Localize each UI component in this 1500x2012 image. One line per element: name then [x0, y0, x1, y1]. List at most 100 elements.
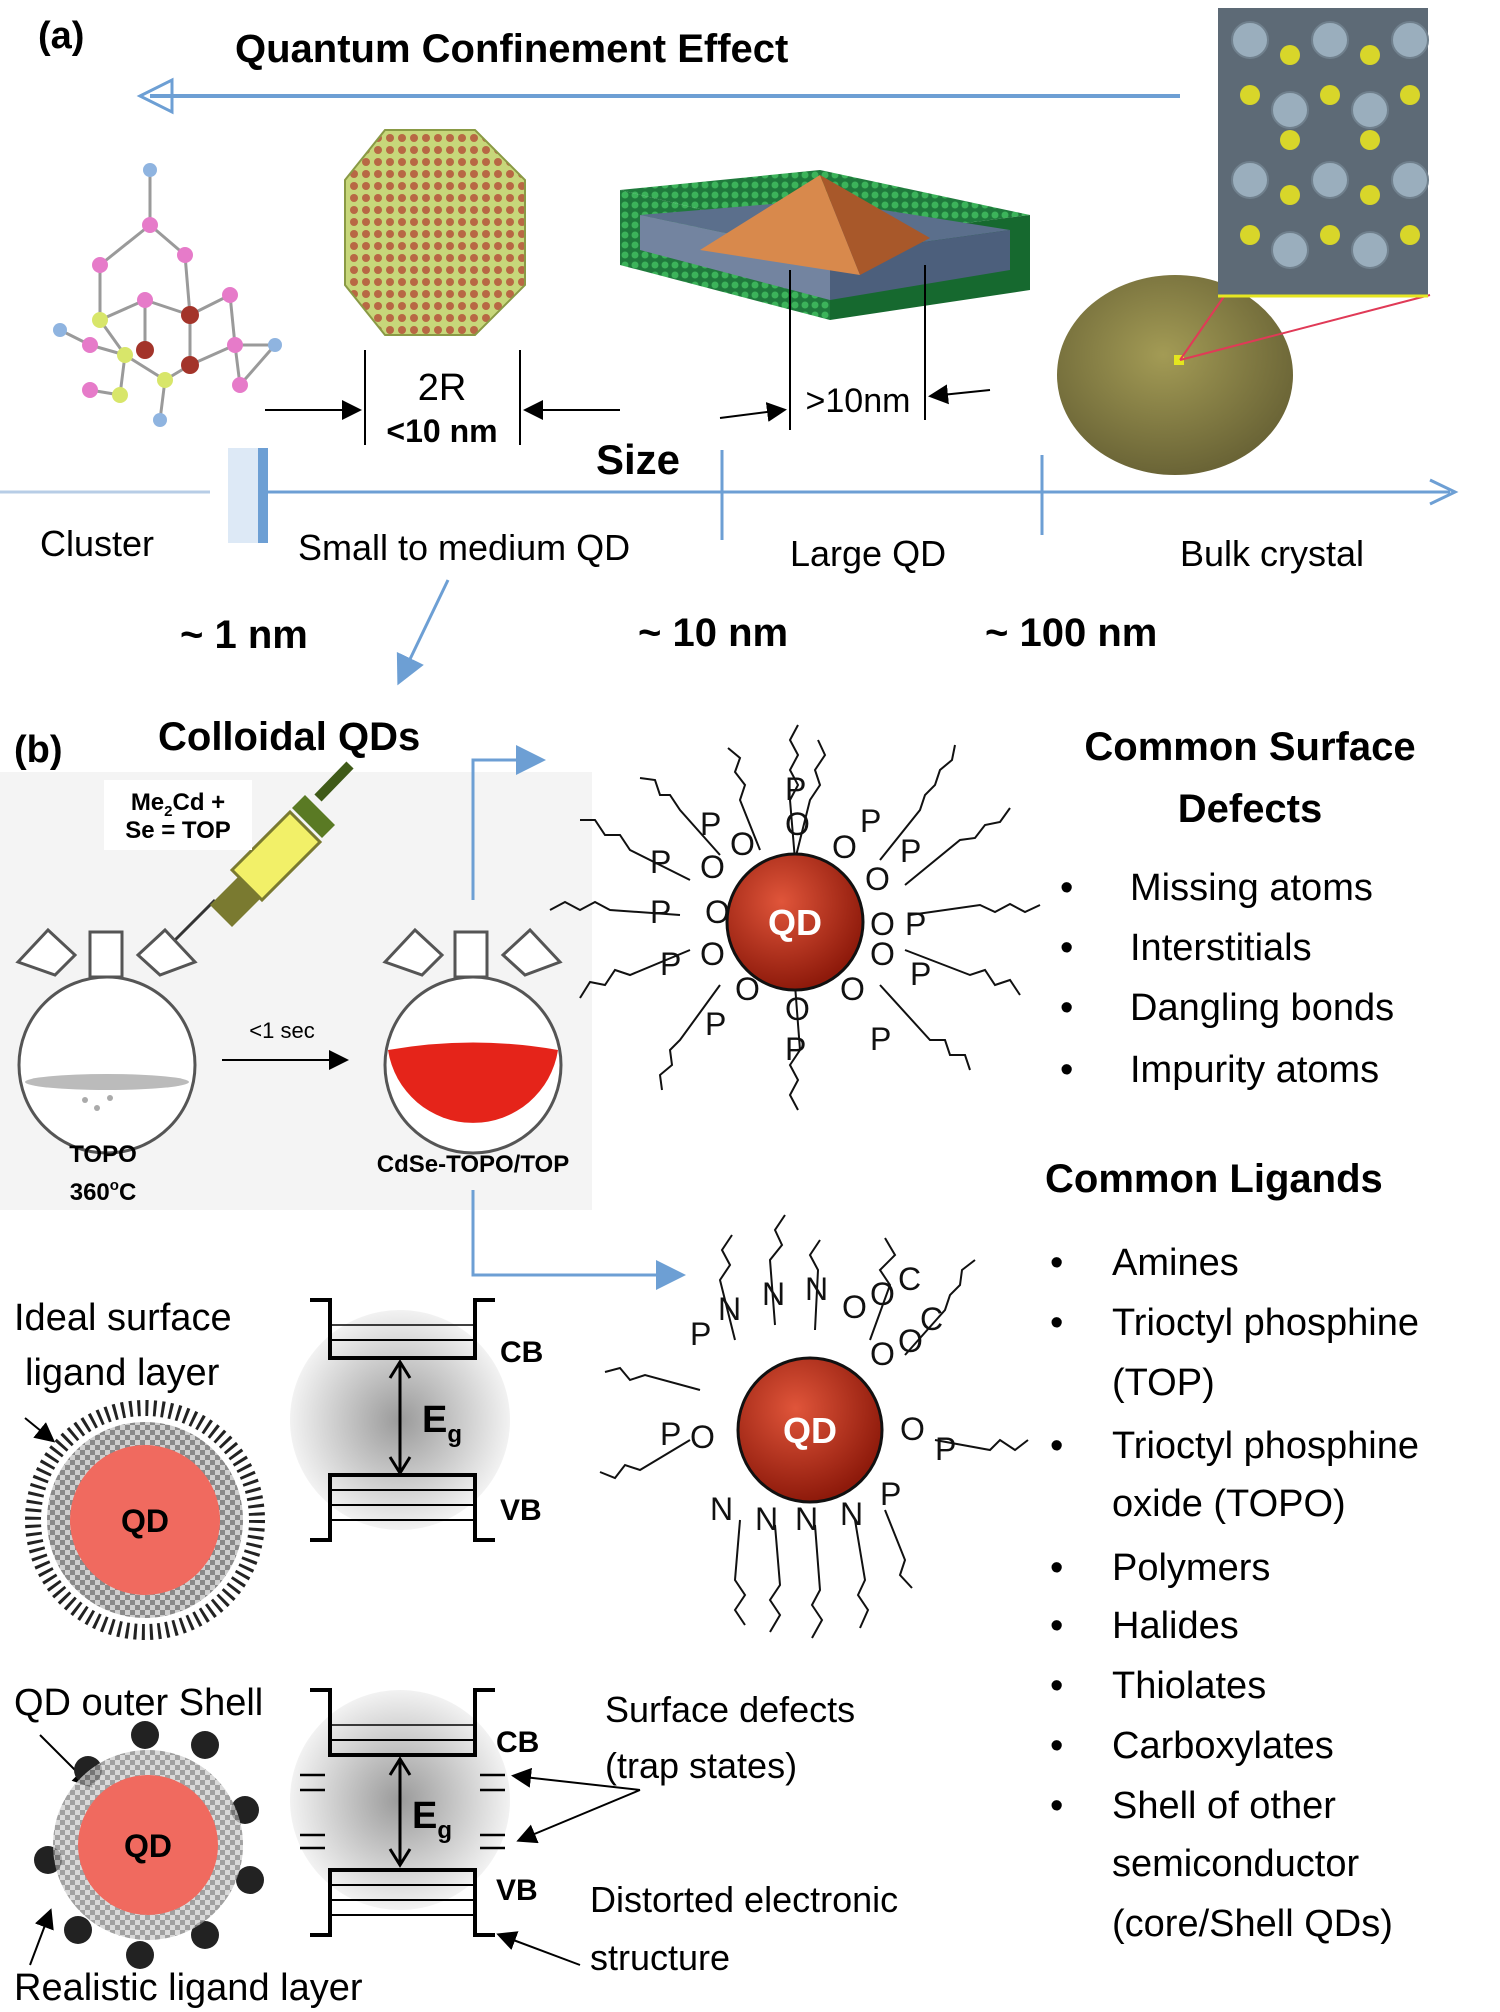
confinement-arrow-head	[136, 77, 174, 115]
svg-text:O: O	[898, 1323, 923, 1359]
svg-text:P: P	[880, 1476, 901, 1512]
svg-text:O: O	[700, 936, 725, 972]
realistic-qd-core	[78, 1775, 218, 1915]
region-cluster: Cluster	[40, 523, 154, 564]
reagent-label-line2: Se = TOP	[125, 817, 231, 844]
ligands-list: •Amines •Trioctyl phosphine (TOP) •Trioc…	[1050, 1242, 1419, 1945]
ideal-qd-core	[70, 1445, 220, 1595]
svg-text:•: •	[1050, 1547, 1063, 1589]
region-bulk-crystal: Bulk crystal	[1180, 533, 1364, 574]
svg-text:C: C	[898, 1261, 921, 1297]
scale-100nm: ~ 100 nm	[985, 611, 1157, 655]
band1-cb-label: CB	[500, 1336, 543, 1369]
mixed-ligand-shell	[599, 1214, 1029, 1639]
realistic-label: Realistic ligand layer	[14, 1967, 363, 2009]
svg-text:O: O	[870, 906, 895, 942]
svg-text:O: O	[730, 826, 755, 862]
svg-text:•: •	[1060, 867, 1073, 909]
small-qd-crystal	[344, 129, 526, 336]
svg-text:O: O	[785, 806, 810, 842]
svg-text:O: O	[870, 936, 895, 972]
ligand-item: Trioctyl phosphine	[1112, 1425, 1419, 1467]
ideal-label-line1: Ideal surface	[14, 1297, 232, 1339]
arrow-to-colloidal	[396, 579, 450, 686]
ligand-item: oxide (TOPO)	[1112, 1483, 1346, 1525]
svg-text:N: N	[718, 1291, 741, 1327]
defects-list: •Missing atoms •Interstitials •Dangling …	[1060, 867, 1394, 1091]
ligand-item: Shell of other	[1112, 1785, 1336, 1827]
scale-10nm: ~ 10 nm	[638, 611, 788, 655]
defects-pointer-1	[516, 1789, 641, 1844]
defect-item: Dangling bonds	[1130, 987, 1394, 1029]
svg-text:O: O	[842, 1289, 867, 1325]
band1-diagram	[310, 1298, 495, 1542]
svg-text:P: P	[910, 956, 931, 992]
syringe	[163, 761, 354, 952]
flask-right-label: CdSe-TOPO/TOP	[377, 1151, 569, 1178]
bulk-crystal-point	[1174, 355, 1184, 365]
dim-large-arrow-right	[928, 384, 991, 405]
ideal-label-line2: ligand layer	[25, 1352, 220, 1394]
ligand-item: Amines	[1112, 1242, 1239, 1284]
svg-text:O: O	[870, 1276, 895, 1312]
svg-text:P: P	[700, 806, 721, 842]
realistic-label-pointer	[29, 1908, 54, 1966]
topo-qd-core	[725, 852, 865, 992]
ligands-title: Common Ligands	[1045, 1157, 1383, 1201]
defect-item: Missing atoms	[1130, 867, 1373, 909]
svg-text:P: P	[900, 833, 921, 869]
flask-left-label: TOPO	[69, 1141, 137, 1168]
ligand-item: semiconductor	[1112, 1843, 1359, 1885]
svg-text:P: P	[650, 844, 671, 880]
band2-vb-label: VB	[496, 1874, 538, 1907]
ligand-item: Halides	[1112, 1605, 1239, 1647]
band2-eg-label: Eg	[412, 1795, 452, 1844]
cluster-boundary	[258, 448, 268, 543]
svg-text:•: •	[1050, 1425, 1063, 1467]
svg-text:P: P	[705, 1006, 726, 1042]
svg-text:P: P	[785, 771, 806, 807]
svg-text:P: P	[905, 906, 926, 942]
bulk-crystal-disc	[1057, 275, 1293, 475]
dim-large-label: >10nm	[806, 382, 911, 420]
realistic-ligand-tufts	[34, 1721, 264, 1969]
svg-text:N: N	[840, 1496, 863, 1532]
mixed-qd-label: QD	[783, 1410, 837, 1451]
ligand-item: Thiolates	[1112, 1665, 1266, 1707]
band1-vb-label: VB	[500, 1494, 542, 1527]
flask-left-temp: 360oC	[70, 1177, 137, 1206]
svg-text:•: •	[1060, 927, 1073, 969]
svg-text:P: P	[650, 894, 671, 930]
scale-1nm: ~ 1 nm	[180, 613, 308, 657]
dim-small-label: <10 nm	[386, 413, 497, 449]
svg-text:•: •	[1050, 1302, 1063, 1344]
mixed-qd-core	[736, 1356, 884, 1504]
reaction-time: <1 sec	[249, 1018, 314, 1043]
ideal-ligand-fringe	[25, 1400, 265, 1640]
lattice-inset	[1218, 8, 1429, 298]
svg-text:P: P	[860, 803, 881, 839]
svg-text:•: •	[1050, 1605, 1063, 1647]
region-small-medium-qd: Small to medium QD	[298, 527, 630, 568]
svg-text:N: N	[762, 1276, 785, 1312]
band1-eg-label: Eg	[422, 1399, 462, 1448]
connector-to-ligand-qd	[471, 1190, 686, 1290]
panel-b-label: (b)	[14, 729, 63, 771]
shell-label: QD outer Shell	[14, 1682, 263, 1724]
reagent-label-line1: Me2Cd +	[131, 789, 225, 820]
band2-eg-arrowheads	[388, 1756, 412, 1868]
defects-title-line2: Defects	[1178, 787, 1323, 831]
svg-text:N: N	[795, 1501, 818, 1537]
distorted-pointer	[496, 1931, 581, 1966]
ligand-item: Polymers	[1112, 1547, 1270, 1589]
band1-eg-arrowheads	[388, 1359, 412, 1476]
svg-text:O: O	[690, 1419, 715, 1455]
topo-ligand-shell	[549, 724, 1041, 1111]
cluster-atoms	[53, 163, 282, 427]
ligand-item: (TOP)	[1112, 1362, 1215, 1404]
svg-text:N: N	[710, 1491, 733, 1527]
band2-cb-label: CB	[496, 1726, 539, 1759]
connector-to-topo-qd	[471, 745, 546, 900]
ligand-item: (core/Shell QDs)	[1112, 1903, 1393, 1945]
